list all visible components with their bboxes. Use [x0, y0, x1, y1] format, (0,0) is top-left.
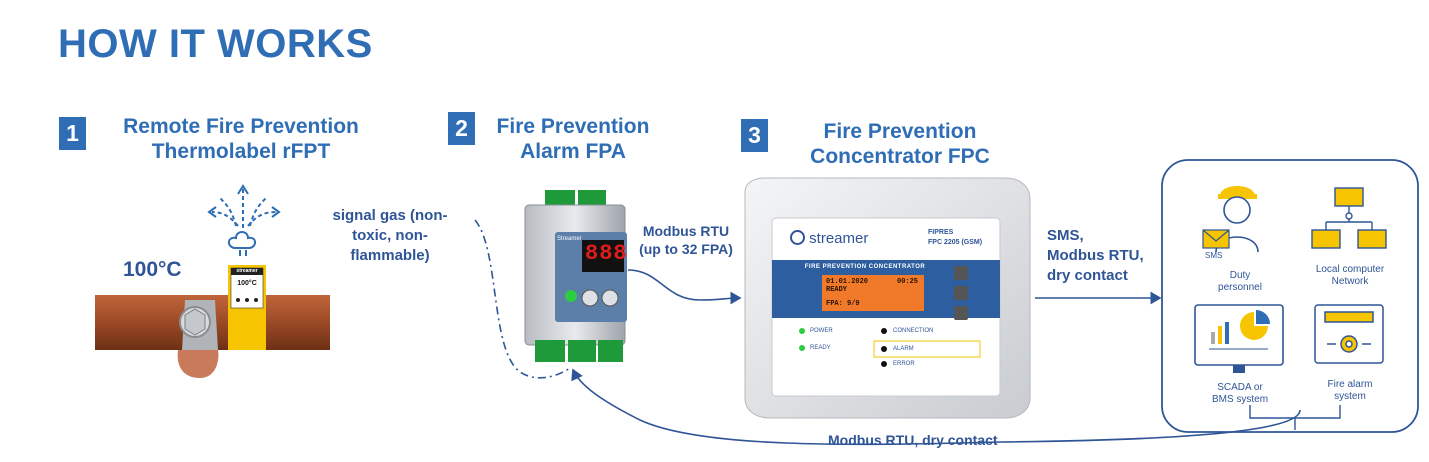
fpa-brand: Streamer — [557, 236, 582, 242]
fpc-brand-text: streamer — [809, 230, 869, 247]
outputs-note: SMS, Modbus RTU, dry contact — [1047, 226, 1144, 286]
duty-line2: personnel — [1218, 282, 1262, 293]
fire-alarm-icon — [1314, 304, 1384, 364]
outputs-line3: dry contact — [1047, 267, 1128, 284]
fpa-display: 888 — [585, 241, 628, 266]
step-2-title-line2: Alarm FPA — [520, 140, 626, 163]
step-3-number: 3 — [741, 119, 768, 152]
step-1-title: Remote Fire Prevention Thermolabel rFPT — [96, 114, 386, 164]
sms-tag: SMS — [1205, 251, 1223, 260]
fpc-lcd-status: READY — [826, 286, 848, 294]
computer-network-icon — [1311, 187, 1387, 249]
bottom-connector-branches — [1249, 405, 1341, 430]
step-1-number: 1 — [59, 117, 86, 150]
page-title: HOW IT WORKS — [58, 22, 373, 66]
step-1-title-line1: Remote Fire Prevention — [123, 115, 359, 138]
modbus-fpa-line2: (up to 32 FPA) — [639, 241, 733, 257]
signal-gas-note: signal gas (non- toxic, non- flammable) — [320, 206, 460, 266]
bottom-link-label: Modbus RTU, dry contact — [828, 432, 998, 448]
gas-emission-icon — [207, 184, 281, 256]
network-label: Local computer Network — [1305, 264, 1395, 288]
scada-line1: SCADA or — [1217, 382, 1263, 393]
signal-gas-line1: signal gas (non- — [332, 207, 448, 224]
fpc-led-error: ERROR — [893, 361, 915, 367]
fpa-device-image — [524, 190, 627, 362]
fpc-model: FIPRES FPC 2205 (GSM) — [928, 228, 988, 248]
network-line1: Local computer — [1315, 264, 1385, 275]
step-2-number: 2 — [448, 112, 475, 145]
firealarm-line2: system — [1334, 391, 1366, 402]
fpc-model-line1: FIPRES — [928, 229, 954, 236]
outputs-line2: Modbus RTU, — [1047, 247, 1144, 264]
step-3-title-line1: Fire Prevention — [823, 120, 977, 143]
modbus-fpa-line1: Modbus RTU — [642, 223, 730, 239]
duty-line1: Duty — [1229, 270, 1251, 281]
fpc-led-alarm: ALARM — [893, 346, 914, 352]
thermolabel-sticker — [228, 265, 266, 350]
scada-label: SCADA or BMS system — [1200, 382, 1280, 406]
temperature-label: 100°C — [123, 258, 182, 281]
fpc-panel-title: FIRE PREVENTION CONCENTRATOR — [804, 264, 926, 270]
fpc-led-connection: CONNECTION — [893, 328, 934, 334]
step-2-title-line1: Fire Prevention — [496, 115, 650, 138]
modbus-fpa-note: Modbus RTU (up to 32 FPA) — [630, 222, 742, 258]
step-3-title-line2: Concentrator FPC — [810, 145, 990, 168]
duty-personnel-label: Duty personnel — [1205, 270, 1275, 294]
thermolabel-brand: streamer — [236, 268, 258, 274]
scada-monitor-icon — [1194, 304, 1284, 373]
step-2-title: Fire Prevention Alarm FPA — [478, 114, 668, 164]
step-1-title-line2: Thermolabel rFPT — [151, 140, 331, 163]
network-line2: Network — [1331, 276, 1369, 287]
fpc-lcd-fpa: FPA: 9/9 — [826, 300, 860, 308]
signal-gas-line2: toxic, non- — [352, 227, 428, 244]
fpc-brand: streamer — [790, 230, 868, 247]
bottom-feedback-arrow — [571, 368, 1301, 446]
fpc-model-line2: FPC 2205 (GSM) — [928, 239, 983, 246]
streamer-logo-icon — [790, 230, 805, 245]
copper-busbar-image — [95, 295, 330, 378]
thermolabel-temp-text: 100°C — [237, 280, 257, 287]
fpa-to-fpc-arrow — [627, 269, 742, 305]
signal-gas-line3: flammable) — [350, 247, 430, 264]
outputs-line1: SMS, — [1047, 227, 1084, 244]
step-3-title: Fire Prevention Concentrator FPC — [790, 119, 1010, 169]
fpc-lcd-time: 00:25 — [897, 278, 919, 286]
duty-personnel-icon — [1202, 186, 1259, 253]
firealarm-line1: Fire alarm — [1327, 379, 1373, 390]
fpc-led-power: POWER — [810, 328, 833, 334]
fpc-led-ready: READY — [810, 345, 831, 351]
fpc-lcd-date: 01.01.2020 — [826, 278, 869, 286]
scada-line2: BMS system — [1211, 394, 1269, 405]
fpc-device-image — [744, 177, 1031, 419]
fire-alarm-label: Fire alarm system — [1310, 379, 1390, 403]
